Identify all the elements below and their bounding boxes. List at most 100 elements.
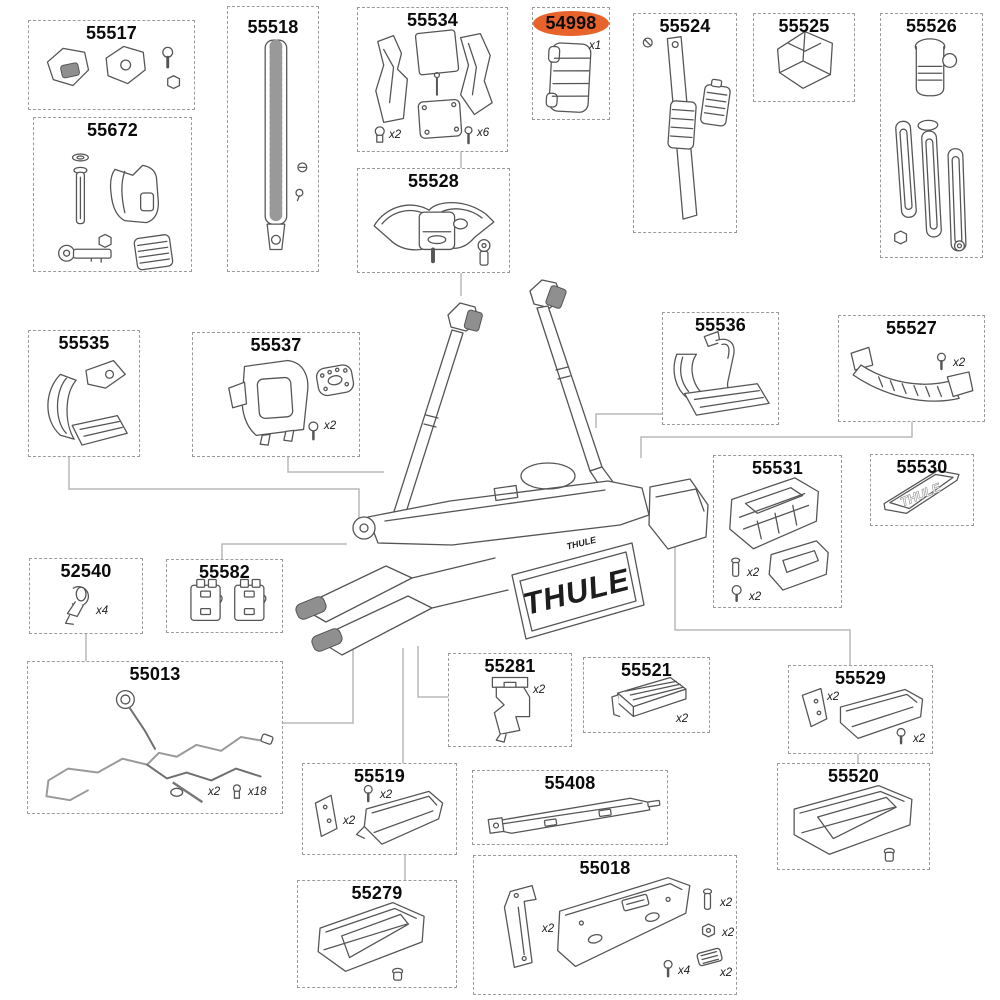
qty-label: x1 <box>589 40 602 52</box>
qty-label: x2 <box>720 967 733 979</box>
qty-label: x6 <box>477 127 490 139</box>
part-illustration-55537 <box>228 359 355 446</box>
part-number-label: 55537 <box>250 335 302 355</box>
part-number-label: 55582 <box>198 562 251 582</box>
qty-label: x2 <box>208 786 221 798</box>
part-box-55535[interactable]: 55535 <box>28 330 140 457</box>
part-box-55519[interactable]: 55519 x2 x2 <box>302 763 457 855</box>
part-box-55526[interactable]: 55526 <box>880 13 983 258</box>
part-number-label: 55518 <box>247 17 299 37</box>
part-number-label: 55281 <box>484 656 536 676</box>
main-assembly-illustration: THULE THULE <box>295 279 709 656</box>
part-illustration-55279 <box>317 901 425 981</box>
part-box-55279[interactable]: 55279 <box>297 880 457 988</box>
highlight-ellipse: 54998 <box>533 11 609 36</box>
part-number-label: 55018 <box>579 858 631 878</box>
part-illustration-55536 <box>673 331 770 416</box>
part-box-55520[interactable]: 55520 <box>777 763 930 870</box>
part-illustration-55408 <box>487 797 661 834</box>
part-illustration-55529 <box>801 687 924 745</box>
part-box-55408[interactable]: 55408 <box>472 770 668 845</box>
part-box-55537[interactable]: 55537 x2 <box>192 332 360 457</box>
part-box-54998[interactable]: 54998 x1 <box>532 7 610 120</box>
part-illustration-55520 <box>793 784 913 862</box>
qty-label: x2 <box>749 591 762 603</box>
part-box-52540[interactable]: 52540 x4 <box>29 558 143 634</box>
part-number-label: 55534 <box>406 10 459 30</box>
assembly-brand-small: THULE <box>566 534 598 551</box>
part-illustration-55521 <box>611 676 687 718</box>
part-box-55518[interactable]: 55518 <box>227 6 319 272</box>
part-number-label: 55013 <box>129 664 181 684</box>
part-number-label: 55517 <box>85 23 138 43</box>
qty-label: x2 <box>533 684 546 696</box>
part-illustration-55527 <box>850 346 974 402</box>
part-number-label: 55524 <box>659 16 711 36</box>
qty-label: x2 <box>676 713 689 725</box>
part-box-55018[interactable]: 55018 x2 x2 x2 x4 x2 <box>473 855 737 995</box>
part-illustration-55524 <box>642 36 731 220</box>
part-number-label: 55530 <box>896 457 948 477</box>
qty-label: x2 <box>913 733 926 745</box>
qty-label: x2 <box>722 927 735 939</box>
part-number-label: 55279 <box>351 883 403 903</box>
part-illustration-55525 <box>776 30 833 89</box>
part-number-label: 55519 <box>353 766 406 786</box>
part-illustration-55531 <box>729 477 829 603</box>
qty-label: x2 <box>542 923 555 935</box>
part-number-label: 55525 <box>778 16 830 36</box>
part-illustration-55530: THULE <box>883 469 960 514</box>
qty-label: x2 <box>720 897 733 909</box>
part-illustration-55013 <box>45 689 274 804</box>
qty-label: x2 <box>324 420 337 432</box>
part-box-55534[interactable]: 55534 x2 x6 <box>357 7 508 152</box>
part-box-55013[interactable]: 55013 x2 x18 <box>27 661 283 814</box>
part-box-55529[interactable]: 55529 x2 x2 <box>788 665 933 754</box>
qty-label: x2 <box>343 815 356 827</box>
part-number-label: 55408 <box>544 773 596 793</box>
part-box-55524[interactable]: 55524 <box>633 13 737 233</box>
part-illustration-55528 <box>373 201 495 266</box>
part-box-55536[interactable]: 55536 <box>662 312 779 425</box>
qty-label: x2 <box>747 567 760 579</box>
part-number-label: 55526 <box>905 16 958 36</box>
part-number-label: 55531 <box>751 458 804 478</box>
part-illustration-55518 <box>264 39 308 251</box>
part-illustration-55519 <box>314 784 444 845</box>
part-box-55528[interactable]: 55528 <box>357 168 510 273</box>
part-box-55521[interactable]: 55521 x2 <box>583 657 710 733</box>
part-box-55582[interactable]: 55582 <box>166 559 283 633</box>
part-box-55672[interactable]: 55672 <box>33 117 192 272</box>
part-box-55531[interactable]: 55531 x2 x2 <box>713 455 842 608</box>
part-box-55517[interactable]: 55517 <box>28 20 195 110</box>
qty-label: x2 <box>827 691 840 703</box>
part-illustration-55281 <box>491 676 531 743</box>
part-box-55525[interactable]: 55525 <box>753 13 855 102</box>
part-number-label: 55528 <box>407 171 460 191</box>
qty-label: x18 <box>248 786 267 798</box>
part-illustration-55534 <box>374 29 493 145</box>
part-box-55281[interactable]: 55281 x2 <box>448 653 572 747</box>
part-illustration-55018 <box>503 877 723 978</box>
part-illustration-55582 <box>190 578 267 621</box>
part-number-label: 52540 <box>60 561 112 581</box>
part-box-55530[interactable]: 55530 THULE <box>870 454 974 526</box>
part-number-label: 55527 <box>885 318 938 338</box>
part-number-label: 55521 <box>620 660 673 680</box>
qty-label: x4 <box>678 965 691 977</box>
part-illustration-55517 <box>46 45 181 90</box>
part-illustration-55535 <box>47 359 128 446</box>
part-number-label: 55529 <box>834 668 887 688</box>
part-number-label: 55536 <box>694 315 747 335</box>
qty-label: x2 <box>953 357 966 369</box>
part-illustration-54998 <box>545 42 592 113</box>
part-illustration-55526 <box>894 38 967 252</box>
part-number-label: 55672 <box>86 120 139 140</box>
part-number-label: 55520 <box>827 766 880 786</box>
qty-label: x2 <box>380 789 393 801</box>
part-number-label-highlighted: 54998 <box>533 11 609 36</box>
part-illustration-55672 <box>58 153 174 271</box>
part-box-55527[interactable]: 55527 x2 <box>838 315 985 422</box>
